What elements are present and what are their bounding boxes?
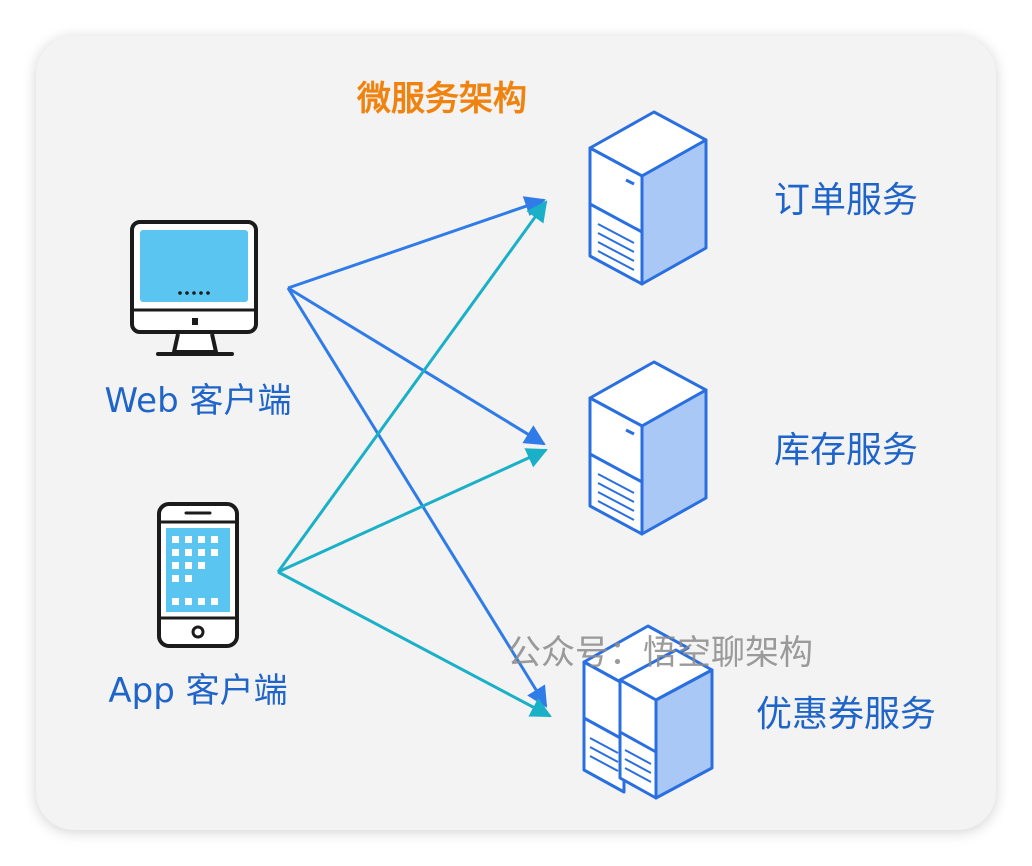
connection-app-order xyxy=(276,200,548,573)
connection-web-coupon xyxy=(286,287,548,708)
order-service: 订单服务 xyxy=(588,110,918,286)
phone-screen-grid xyxy=(172,536,218,605)
diagram-title: 微服务架构 xyxy=(356,79,527,119)
server-icon xyxy=(588,110,708,286)
connections xyxy=(276,196,552,718)
order-service-label: 订单服务 xyxy=(774,180,918,221)
web-client-label: Web 客户端 xyxy=(105,381,292,421)
app-client: App 客户端 xyxy=(108,502,288,711)
connection-app-coupon xyxy=(277,570,552,718)
desktop-monitor-icon xyxy=(130,220,258,356)
server-cluster-icon xyxy=(582,624,714,800)
mobile-phone-icon xyxy=(157,502,239,648)
app-client-label: App 客户端 xyxy=(108,671,287,711)
coupon-service-label: 优惠券服务 xyxy=(756,694,936,735)
inventory-service: 库存服务 xyxy=(588,360,918,536)
server-icon xyxy=(588,360,708,536)
connection-app-inventory xyxy=(277,448,548,574)
connection-web-inventory xyxy=(287,286,546,446)
coupon-service: 优惠券服务 xyxy=(582,624,936,800)
web-client: Web 客户端 xyxy=(105,220,292,421)
watermark: 公众号：悟空聊架构 xyxy=(507,633,813,673)
connection-web-order xyxy=(287,196,546,290)
inventory-service-label: 库存服务 xyxy=(774,430,918,471)
